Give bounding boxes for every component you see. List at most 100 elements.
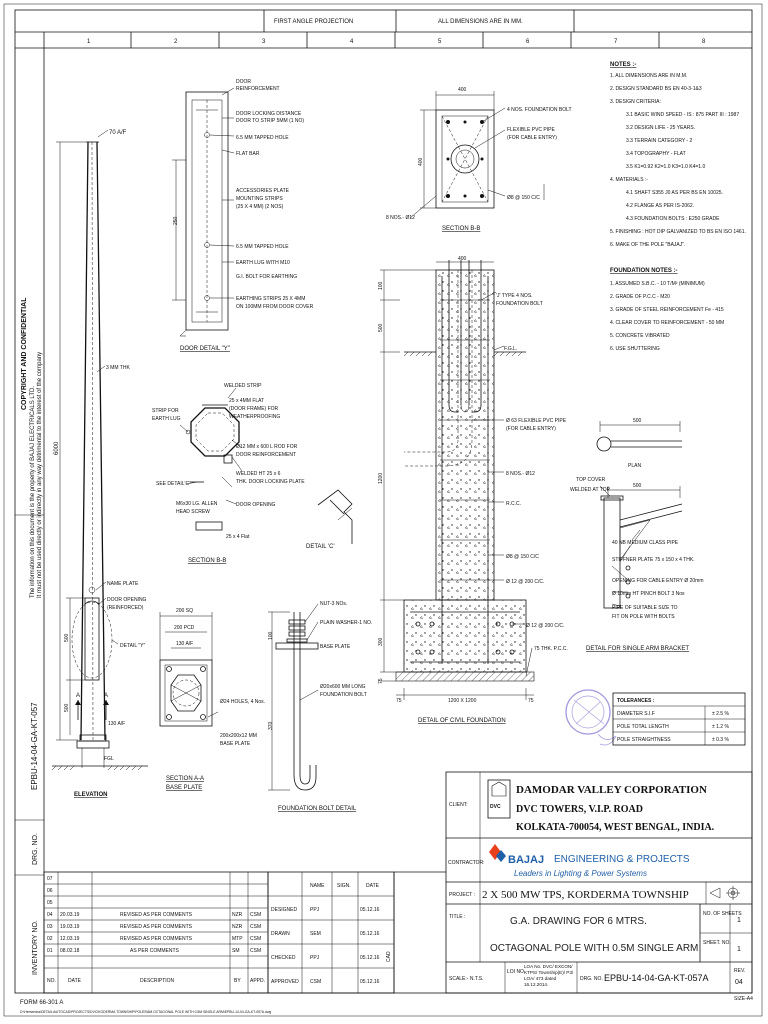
client-name: DAMODAR VALLEY CORPORATION xyxy=(516,784,707,796)
callout-text: (FOR CABLE ENTRY) xyxy=(507,135,557,141)
rev-appd: CSM xyxy=(250,912,261,918)
bolt-dim-370: 370 xyxy=(268,721,274,730)
callout-text: PIPE OF SUITABLE SIZE TO xyxy=(612,605,678,611)
name-plate-label: NAME PLATE xyxy=(107,581,139,587)
callout-text: DOOR OPENING xyxy=(236,502,276,508)
callout-text: 8 NOS.- Ø12 xyxy=(506,471,535,477)
callout-text: THK. DOOR LOCKING PLATE xyxy=(236,479,305,485)
callout-text: TOP COVER xyxy=(576,477,606,483)
callout-text: WELDED AT TOP xyxy=(570,487,611,493)
sheet-size: SIZE-A4 xyxy=(734,996,753,1002)
callout-text: 75 THK. P.C.C. xyxy=(534,646,568,652)
sign-role: DESIGNED xyxy=(271,907,298,913)
civil-dim-75b: 75 xyxy=(528,698,534,704)
loi-value: LOA No. DVC/ EXCON/ KTPS/ Township(E)/ P… xyxy=(524,964,574,987)
rev-date: 08.02.18 xyxy=(60,948,80,954)
callout-text: Ø 12 @ 200 C/C. xyxy=(506,579,544,585)
column-number: 6 xyxy=(526,39,530,45)
callout-text: REINFORCEMENT xyxy=(236,86,280,92)
rev-header: NO. xyxy=(47,978,56,984)
bracket-callouts: TOP COVER WELDED AT TOP 40 NB MEDIUM CLA… xyxy=(570,477,704,620)
rev-label: REV. xyxy=(734,968,745,974)
callout-text: G.I. BOLT FOR EARTHING xyxy=(236,274,297,280)
civil-foundation-drawing xyxy=(380,260,535,700)
sign-header: NAME xyxy=(310,883,325,889)
door-opening-label-2: (REINFORCED) xyxy=(107,605,144,611)
callout-text: (FOR CABLE ENTRY) xyxy=(506,426,556,432)
client-address-1: DVC TOWERS, V.I.P. ROAD xyxy=(516,804,643,815)
rev-value: 04 xyxy=(735,979,743,986)
note-item: 4.2 FLANGE AS PER IS-2062. xyxy=(626,203,694,209)
rev-desc: REVISED AS PER COMMENTS xyxy=(120,936,193,942)
note-item: 3.4 TOPOGRAPHY - FLAT xyxy=(626,151,686,157)
note-item: 4. MATERIALS :- xyxy=(610,177,648,183)
callout-text: Ø 12 @ 200 C/C. xyxy=(526,623,564,629)
pole-height: 6000 xyxy=(54,441,60,455)
callout-text: ON 100MM FROM DOOR COVER xyxy=(236,304,314,310)
callout-text: WELDED STRIP xyxy=(224,383,262,389)
tolerance-value: ± 1.2 % xyxy=(712,724,729,730)
rev-date: 20.03.19 xyxy=(60,912,80,918)
bracket-plan-label: PLAN xyxy=(628,463,641,469)
callout-text: NUT-3 NOs. xyxy=(320,601,347,607)
copyright-title: COPYRIGHT AND CONFIDENTIAL xyxy=(21,297,28,410)
callout-text: Ø 10mm HT PINCH BOLT 3 Nos xyxy=(612,591,685,597)
project-name: 2 X 500 MW TPS, KORDERMA TOWNSHIP xyxy=(482,889,689,901)
callout-text: BASE PLATE xyxy=(320,644,351,650)
rev-date: 12.03.19 xyxy=(60,936,80,942)
section-bb-small-caption: SECTION B-B xyxy=(188,558,226,564)
section-aa-caption: SECTION A-A xyxy=(166,776,204,782)
section-bb-large-callouts: 4 NOS. FOUNDATION BOLT FLEXIBLE PVC PIPE… xyxy=(386,107,572,221)
column-number: 2 xyxy=(174,39,178,45)
foundation-note-item: 2. GRADE OF P.C.C - M20 xyxy=(610,294,670,300)
sign-name: PPJ xyxy=(310,955,320,961)
rev-appd: CSM xyxy=(250,936,261,942)
foundation-bolt-drawing xyxy=(268,603,319,791)
callout-text: Ø12 MM x 600 L ROD FOR xyxy=(236,444,298,450)
callout-text: STIFFNER PLATE 75 x 150 x 4 THK. xyxy=(612,557,695,563)
callout-text: HEAD SCREW xyxy=(176,509,210,515)
sign-date: 05.12.16 xyxy=(360,955,380,961)
rev-header: BY xyxy=(234,978,241,984)
foundation-bolt-caption: FOUNDATION BOLT DETAIL xyxy=(278,806,357,812)
cad-label: CAD xyxy=(386,951,392,962)
section-bb-small-drawing xyxy=(179,387,243,531)
sign-name: SEM xyxy=(310,931,321,937)
note-item: 3.1 BASIC WIND SPEED - IS : 875 PART III… xyxy=(626,112,739,118)
rev-by: NZR xyxy=(232,924,243,930)
callout-text: WELDED HT 25 x 6 xyxy=(236,471,281,477)
tolerance-label: POLE STRAIGHTNESS xyxy=(617,737,671,743)
callout-text: FIT ON POLE WITH BOLTS xyxy=(612,614,675,620)
rev-desc: REVISED AS PER COMMENTS xyxy=(120,912,193,918)
rev-no: 06 xyxy=(47,888,53,894)
foundation-note-item: 1. ASSUMED S.B.C. - 10 T/M² (MINIMUM) xyxy=(610,281,705,287)
title-label: TITLE : xyxy=(449,914,465,920)
column-number: 5 xyxy=(438,39,442,45)
bracket-plan-dim: 500 xyxy=(633,418,642,424)
callout-text: PLAIN WASHER-1 NO. xyxy=(320,620,372,626)
civil-dim-300: 300 xyxy=(378,637,384,646)
sign-header: SIGN. xyxy=(337,883,351,889)
note-item: 3.2 DESIGN LIFE - 25 YEARS. xyxy=(626,125,695,131)
sign-date: 05.12.16 xyxy=(360,979,380,985)
base-plate-caption: BASE PLATE xyxy=(166,785,202,791)
rev-no: 01 xyxy=(47,948,53,954)
pole-elevation xyxy=(51,129,148,771)
civil-dim-500: 500 xyxy=(378,323,384,332)
civil-dim-75: 75 xyxy=(378,678,384,684)
fgl-label: FGL xyxy=(104,756,114,762)
callout-text: EARTH LUG WITH M10 xyxy=(236,260,290,266)
foundation-notes-title: FOUNDATION NOTES :- xyxy=(610,268,678,274)
civil-dim-75a: 75 xyxy=(396,698,402,704)
tolerance-label: POLE TOTAL LENGTH xyxy=(617,724,669,730)
callout-text: DOOR xyxy=(236,79,251,85)
sheet-no-label: SHEET. NO. xyxy=(703,940,731,946)
tolerances-table: TOLERANCES : DIAMETER S.I.F ± 2.5 % POLE… xyxy=(612,692,746,746)
door-detail-drawing xyxy=(172,87,235,337)
callout-text: EARTH LUG xyxy=(152,416,181,422)
civil-fgl: F.G.L. xyxy=(504,346,517,352)
sign-block: NAME SIGN. DATE DESIGNED PPJ 05.12.16 DR… xyxy=(267,871,446,994)
side-drg-no-label: DRG. NO. xyxy=(32,833,39,865)
note-item: 1. ALL DIMENSIONS ARE IN M.M. xyxy=(610,73,687,79)
base-plate-drawing xyxy=(159,612,219,727)
